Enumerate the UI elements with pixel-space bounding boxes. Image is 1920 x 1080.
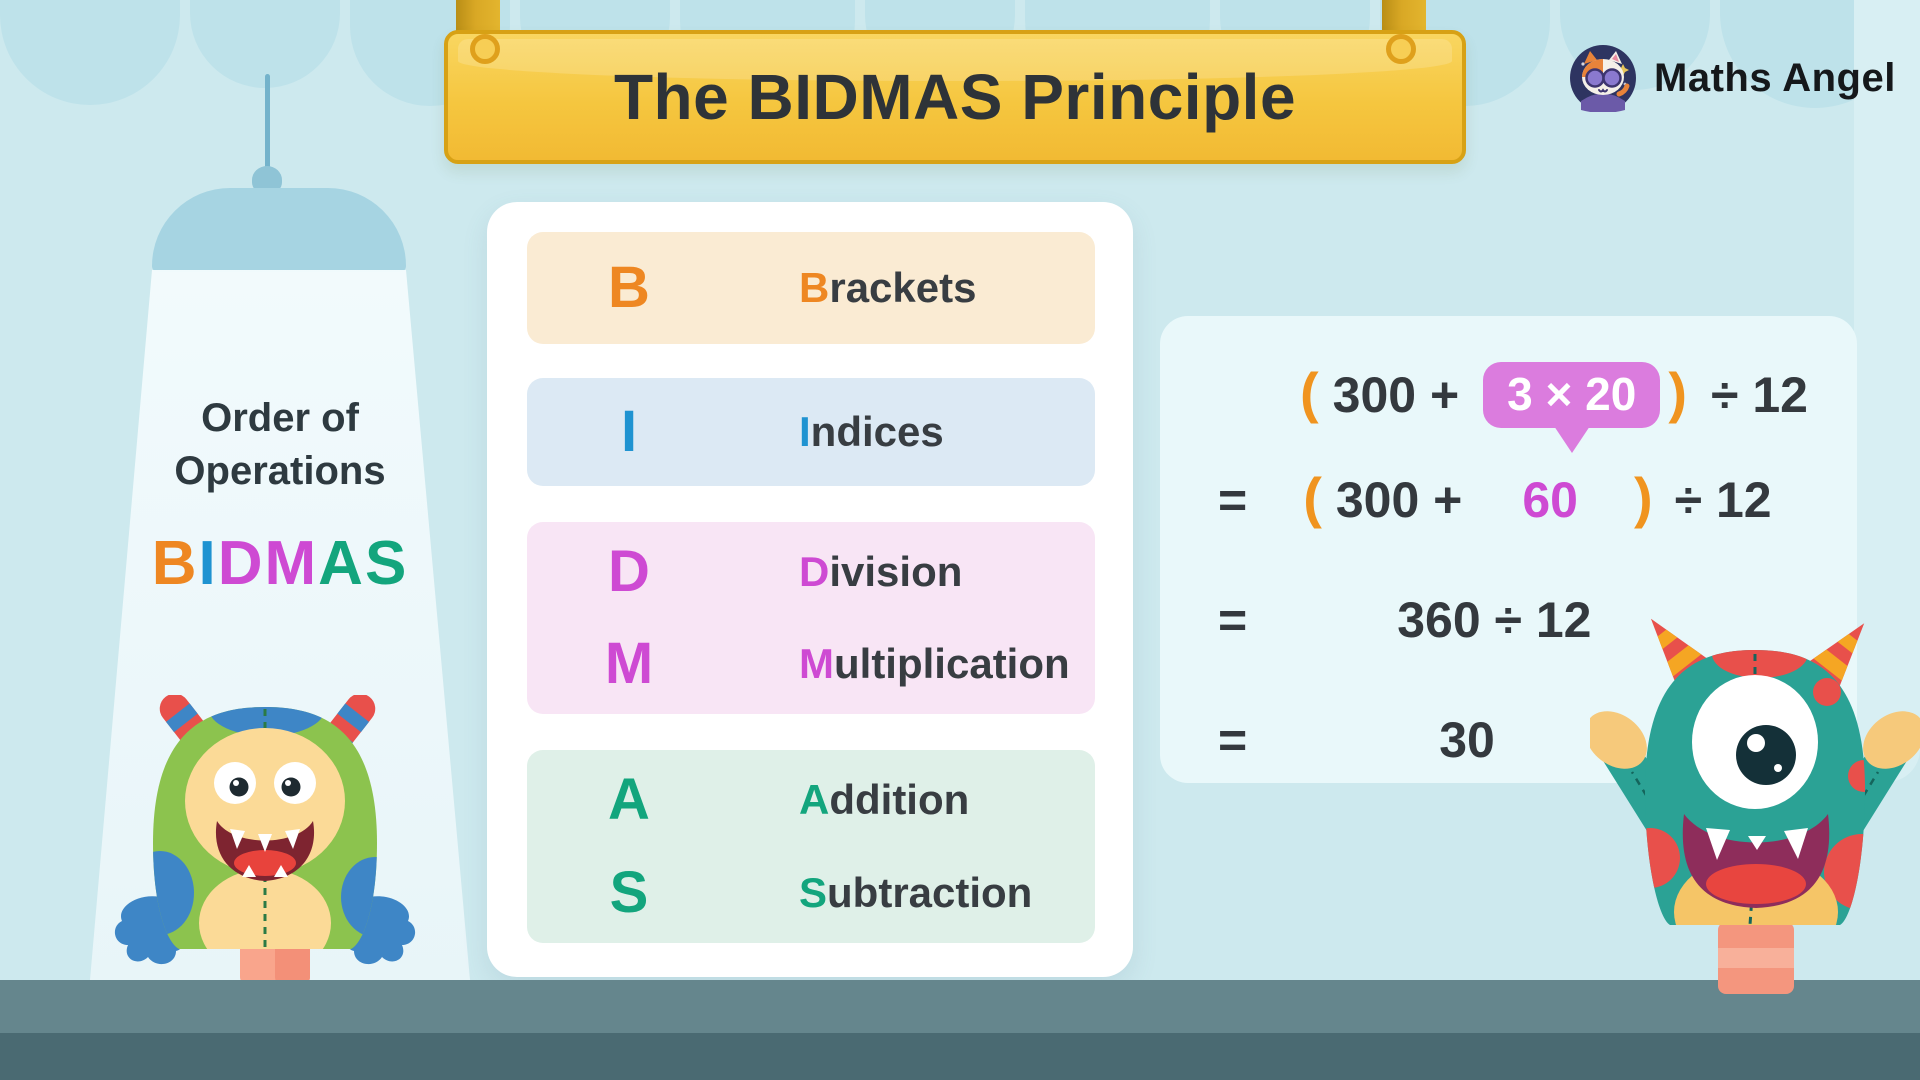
order-of-line1: Order of [201,396,359,440]
bidmas-acronym: BIDMAS [80,532,480,596]
order-of-operations-label: Order of Operations BIDMAS [80,392,480,596]
equation-line-2: = ( 300 + 60 ) ÷ 12 [1160,457,1857,543]
order-of-line2: Operations [174,449,386,493]
label-addition: Addition [799,776,970,823]
close-paren: ) [1634,465,1653,529]
floor-upper [0,980,1920,1033]
green-monster-puppet [114,695,416,985]
row-division-multiplication: D Division M Multiplication [527,522,1095,714]
result-60: 60 [1522,472,1578,528]
scallop-lobe [0,0,180,105]
row-addition-subtraction: A Addition S Subtraction [527,750,1095,943]
acronym-letter-s: S [364,529,409,598]
curtain-fold [1854,0,1920,782]
acronym-letter-a: A [318,529,365,598]
big-letter-b: B [608,255,650,320]
row-brackets: B Brackets [527,232,1095,344]
big-letter-d: D [608,538,650,604]
label-indices: Indices [799,408,944,455]
equals-sign: = [1218,592,1248,648]
big-letter-a: A [608,767,650,832]
acronym-letter-m: M [264,529,319,598]
equals-sign: = [1218,472,1248,528]
equals-sign: = [1218,712,1248,768]
divide-suffix: ÷ 12 [1711,367,1808,423]
acronym-letter-d: D [217,529,265,598]
expr-left: 300 + [1335,472,1463,528]
acronym-letter-i: I [198,529,218,598]
open-paren: ( [1303,465,1322,529]
label-division: Division [799,547,963,595]
equation-line-3: = 360 ÷ 12 [1160,577,1857,663]
page-title: The BIDMAS Principle [613,61,1297,133]
floor-lower [0,1033,1920,1080]
close-paren: ) [1668,360,1688,424]
teal-one-eyed-monster-puppet [1590,615,1920,994]
final-result: 30 [1439,712,1495,768]
label-brackets: Brackets [799,264,977,311]
divide-suffix: ÷ 12 [1674,472,1772,528]
big-letter-i: I [620,399,638,464]
big-letter-s: S [609,860,649,925]
label-subtraction: Subtraction [799,869,1033,916]
equation-line-4: = 30 [1160,697,1857,783]
sign-nail-right [1386,34,1416,64]
sign-nail-left [470,34,500,64]
open-paren: ( [1300,360,1319,424]
expr: 360 ÷ 12 [1397,592,1592,648]
cat-with-sunglasses-icon [1570,45,1636,112]
acronym-letter-b: B [151,529,199,598]
expr-left: 300 + [1332,367,1460,423]
title-sign: The BIDMAS Principle [444,30,1466,164]
lamp-shade [152,188,406,272]
lamp-cord [265,74,270,172]
brand-name: Maths Angel [1654,55,1896,100]
big-letter-m: M [604,631,654,697]
equation-line-1: ( 300 + 3 × 20 ) ÷ 12 [1160,352,1857,438]
row-indices: I Indices [527,378,1095,486]
label-multiplication: Multiplication [799,640,1070,688]
bidmas-card: B Brackets I Indices D Division M Multip… [487,202,1133,977]
highlight-badge: 3 × 20 [1483,362,1661,428]
